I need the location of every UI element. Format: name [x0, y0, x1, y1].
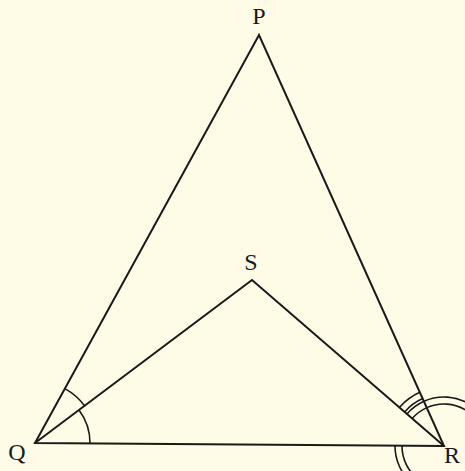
angle-mark	[395, 397, 465, 471]
vertex-label: P	[252, 4, 265, 28]
angle-mark	[65, 389, 85, 406]
vertex-label: R	[444, 443, 460, 467]
vertex-label: S	[244, 250, 257, 274]
angle-mark	[402, 404, 465, 471]
inner-lines-qs-rs	[35, 280, 444, 446]
vertex-label: Q	[8, 440, 25, 464]
triangle-pqr	[35, 35, 444, 446]
angle-mark	[79, 410, 90, 443]
